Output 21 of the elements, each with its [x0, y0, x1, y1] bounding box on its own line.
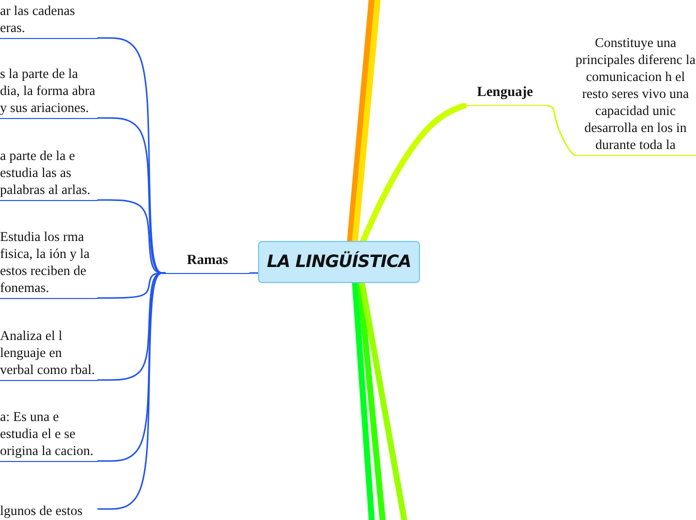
branch-line: [249, 272, 259, 274]
branch-title: Ramas: [186, 252, 230, 269]
central-topic-box: [258, 241, 420, 283]
subtopic-text: lgunos de estos: [0, 502, 84, 519]
branch-line: [97, 272, 166, 510]
subtopic-text: ar las cadenas eras.: [0, 2, 76, 36]
branch-line: [357, 280, 386, 520]
subtopic-text: s la parte de la dia, la forma abra y sus ariaciones.: [0, 65, 96, 116]
branch-line: [360, 103, 467, 244]
subtopic-text: a parte de la e estudia las as palabras al arlas.: [0, 147, 92, 198]
subtopic-text: Analiza el l lenguaje en verbal como rbal.: [0, 327, 96, 378]
subtopic-text: Constituye una principales diferenc la comunicacion h el resto seres vivo una capacidad unic desarrolla en los in durante toda la: [575, 34, 696, 153]
subtopic-text: a: Es una e estudia el e se origina la cacion.: [0, 408, 94, 459]
central-topic-title: LA LINGÜÍSTICA: [266, 254, 412, 270]
branch-line: [359, 280, 408, 520]
branch-line: [352, 0, 381, 244]
branch-line: [352, 280, 375, 520]
branch-line: [347, 0, 375, 244]
branch-line: [547, 105, 576, 156]
subtopic-text: Estudia los rma fisica, la ión y la estos reciben de fonemas.: [0, 228, 91, 296]
branch-title: Lenguaje: [476, 84, 534, 101]
